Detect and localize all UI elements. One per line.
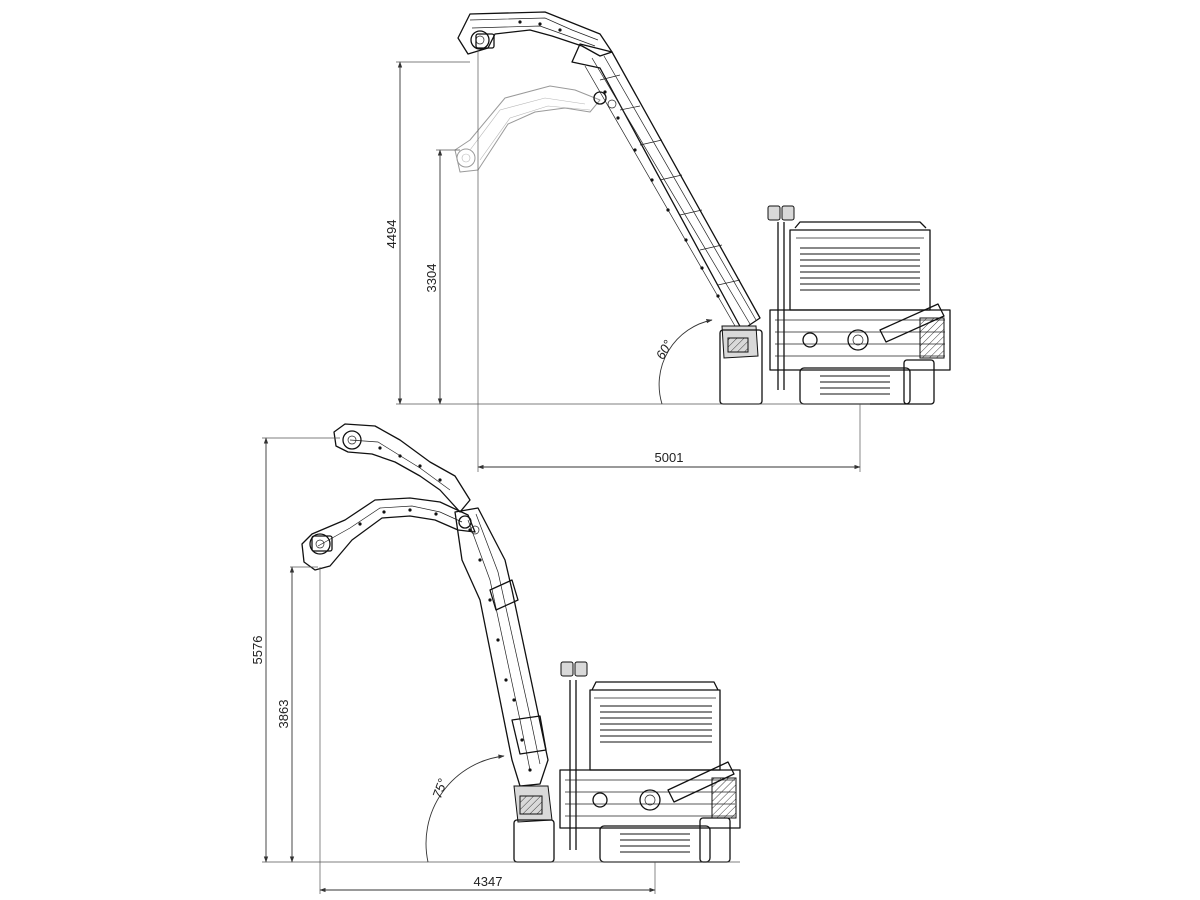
bottom-machine-body — [513, 661, 741, 863]
top-angle-label: 60° — [653, 337, 676, 362]
bottom-angle-arc: 75° — [425, 754, 505, 863]
top-view: 4494 3304 5001 60° — [384, 11, 951, 472]
top-dim-total-height: 4494 — [384, 61, 403, 405]
bottom-angle-label: 75° — [429, 777, 450, 801]
top-elevator-rivets — [518, 20, 720, 298]
bottom-elevator-lower-head — [301, 497, 476, 571]
bottom-dim-horizontal-reach-label: 4347 — [474, 874, 503, 889]
bottom-elevator-boom — [454, 507, 553, 823]
top-dim-total-height-label: 4494 — [384, 220, 399, 249]
top-dim-horizontal-reach-label: 5001 — [655, 450, 684, 465]
top-elevator-lowered-outline — [454, 85, 601, 173]
top-elevator-raised — [457, 11, 761, 359]
top-dim-lower-height: 3304 — [424, 149, 443, 405]
bottom-dim-horizontal-reach: 4347 — [319, 874, 656, 893]
bottom-lower-head-rivets — [358, 508, 438, 526]
bottom-bunker-slats — [600, 705, 712, 743]
bottom-view: 5576 3863 4347 75° — [250, 423, 741, 894]
top-dim-horizontal-reach: 5001 — [477, 450, 861, 470]
top-bunker-slats — [800, 247, 920, 291]
top-angle-arc: 60° — [653, 318, 713, 405]
bottom-upper-head-rivets — [378, 446, 442, 482]
bottom-dim-lower-height: 3863 — [276, 566, 295, 863]
top-machine-body — [719, 205, 951, 405]
bottom-dim-total-height: 5576 — [250, 437, 269, 863]
top-dim-lower-height-label: 3304 — [424, 264, 439, 293]
bottom-dim-total-height-label: 5576 — [250, 636, 265, 665]
bottom-boom-rivets — [468, 528, 532, 772]
bottom-dim-lower-height-label: 3863 — [276, 700, 291, 729]
